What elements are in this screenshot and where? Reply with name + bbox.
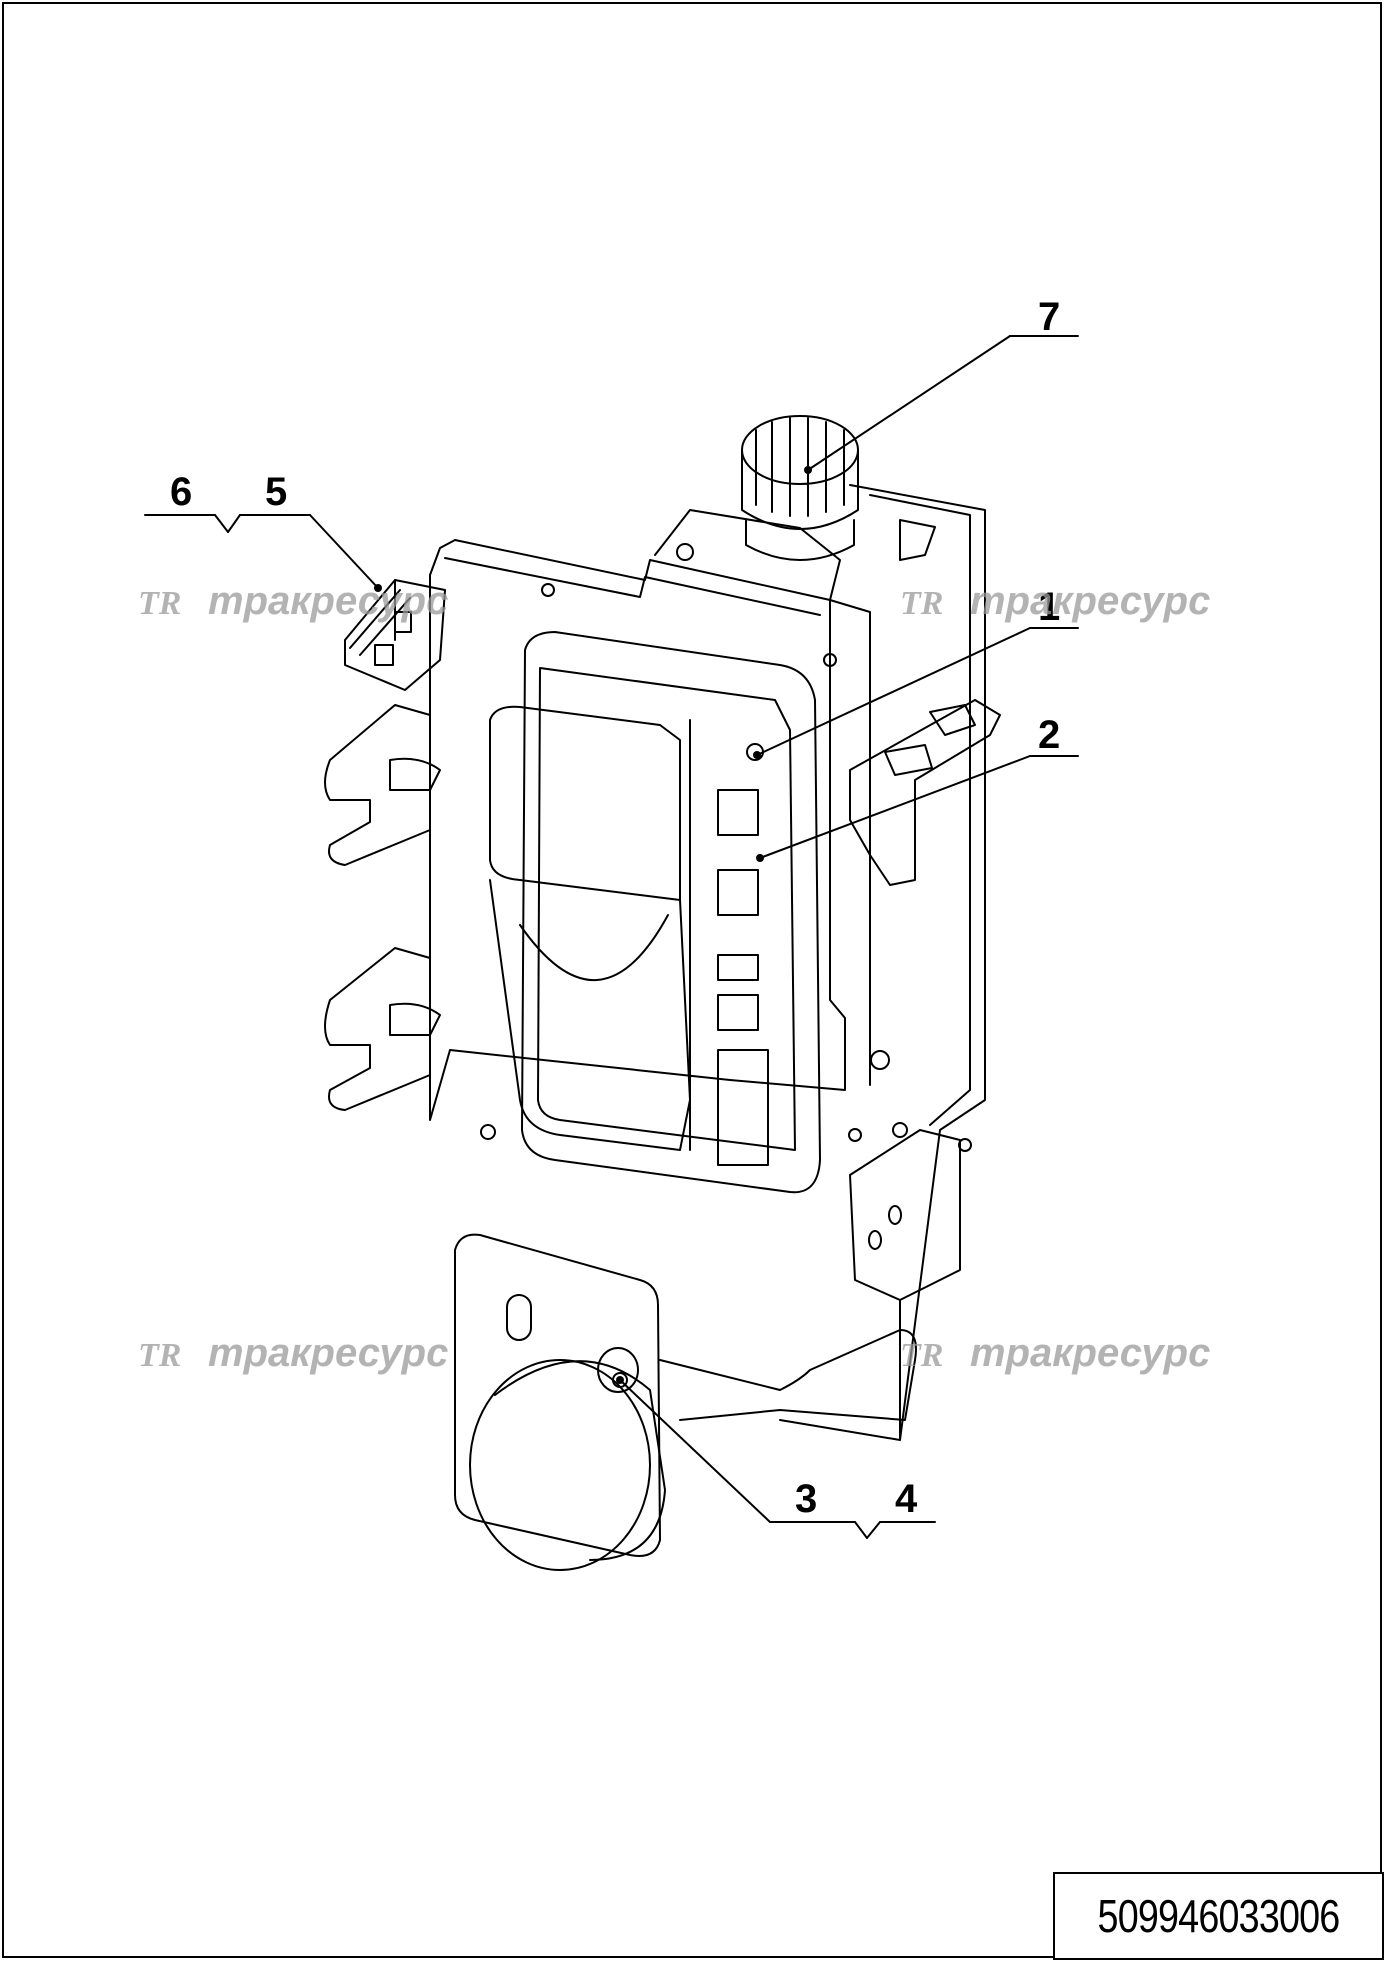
callout-1: 1	[1038, 585, 1060, 629]
lower-plate	[454, 1233, 917, 1557]
callout-4: 4	[895, 1477, 918, 1521]
mounting-plate	[429, 539, 846, 1121]
watermark-top-left: TR тракресурс	[138, 579, 448, 623]
svg-text:TR: TR	[138, 585, 181, 622]
callout-7: 7	[1038, 295, 1060, 339]
round-actuator	[469, 1347, 666, 1571]
svg-text:TR: TR	[138, 1337, 181, 1374]
watermark-bottom-left: TR тракресурс	[138, 1331, 448, 1375]
svg-text:TR: TR	[900, 585, 943, 622]
microswitch-5-6	[344, 579, 446, 691]
part-number: 509946033006	[1097, 1890, 1341, 1942]
side-flange	[779, 484, 986, 1441]
svg-text:тракресурс: тракресурс	[970, 1331, 1210, 1375]
callout-2: 2	[1038, 713, 1060, 757]
watermark-top-right: TR тракресурс	[900, 579, 1210, 623]
callout-3: 3	[795, 1477, 817, 1521]
svg-text:тракресурс: тракресурс	[208, 1331, 448, 1375]
svg-text:тракресурс: тракресурс	[208, 579, 448, 623]
svg-text:тракресурс: тракресурс	[970, 579, 1210, 623]
control-module	[489, 631, 821, 1194]
slot-tabs	[324, 704, 441, 1111]
tab-bracket	[849, 699, 1001, 886]
callout-5: 5	[265, 470, 287, 514]
callout-6: 6	[170, 470, 192, 514]
knob-7	[741, 415, 859, 561]
watermark-bottom-right: TR тракресурс	[900, 1331, 1210, 1375]
svg-text:TR: TR	[900, 1337, 943, 1374]
part-number-box: 509946033006	[1053, 1872, 1384, 1960]
lower-bracket	[849, 1129, 961, 1301]
